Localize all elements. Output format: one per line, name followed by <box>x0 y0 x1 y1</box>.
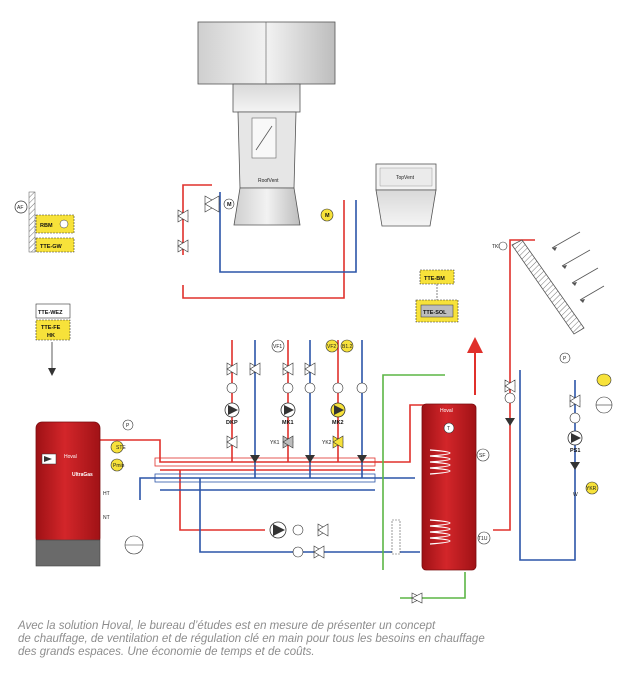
yk2-label: YK2 <box>322 440 332 446</box>
b12-label: B1.2 <box>342 344 353 350</box>
tte-wez-module: TTE-WEZ <box>35 303 71 319</box>
mixing-valves <box>204 195 344 449</box>
tte-bm-module: TTE-BM <box>419 269 455 285</box>
w-label: W <box>573 492 578 498</box>
check-valves <box>250 418 580 470</box>
tank-temp-sensor-label: T <box>447 426 450 432</box>
dkp-label: DKP <box>226 420 238 426</box>
roofvent-actuator-label: M <box>227 202 232 208</box>
tte-fe-module: TTE-FE HK <box>35 319 71 341</box>
rbm-label: RBM <box>40 223 53 229</box>
ht-label: HT <box>103 491 110 497</box>
tkd1-label: TKD1 <box>492 244 505 250</box>
t1u-label: T1U <box>478 536 488 542</box>
tte-gw-module: TTE-GW <box>35 237 75 253</box>
sf-label: SF <box>479 453 485 459</box>
m-actuator-label: M <box>325 213 330 219</box>
tte-sol-module: TTE-SOL <box>415 299 459 323</box>
temperature-sensors <box>226 382 581 558</box>
vf2-label: VF2 <box>327 344 336 350</box>
caption-line-2: de chauffage, de ventilation et de régul… <box>18 633 485 645</box>
ultragas-boiler: Hoval UltraGas HT NT <box>35 421 110 567</box>
tte-bm-label: TTE-BM <box>424 276 445 282</box>
af-label: AF <box>17 205 23 211</box>
topvent-label: TopVent <box>396 175 415 181</box>
pump-mk1: MK1 <box>280 402 296 426</box>
boiler-brand-label: Hoval <box>64 454 77 460</box>
roofvent-label: RoofVent <box>258 178 279 184</box>
boiler-pressure-label: P <box>126 423 130 429</box>
tte-sol-label: TTE-SOL <box>423 310 447 316</box>
topvent-unit: TopVent <box>375 163 437 227</box>
shutoff-valves <box>177 209 581 604</box>
tte-fe-label: TTE-FE <box>41 325 61 331</box>
ps1-label: PS1 <box>570 448 580 454</box>
heat-meter <box>391 519 401 555</box>
caption-line-3: des grands espaces. Une économie de temp… <box>18 646 315 658</box>
mk1-label: MK1 <box>282 420 294 426</box>
yellow-sensors <box>110 208 599 495</box>
ste-label: STE <box>116 445 126 451</box>
pump-tank-loading <box>269 521 287 539</box>
ultragas-label: UltraGas <box>72 472 93 478</box>
tank-solar-coil-lower <box>429 519 451 545</box>
storage-tank: Hoval T <box>421 403 477 571</box>
rbm-module: RBM <box>35 214 75 234</box>
pump-mk2: MK2 <box>330 402 346 426</box>
solar-collector: TKD1 <box>492 231 605 335</box>
outdoor-wall: AF <box>14 191 36 253</box>
tte-fe-hk-label: HK <box>47 333 55 339</box>
caption: Avec la solution Hoval, le bureau d’étud… <box>18 620 628 659</box>
ykr-label: YKR <box>586 486 597 492</box>
pump-ps1: PS1 <box>567 430 583 454</box>
tank-heating-coil-upper <box>429 449 451 475</box>
pmin-label: Pmin <box>113 463 125 469</box>
mk2-label: MK2 <box>332 420 344 426</box>
tte-gw-label: TTE-GW <box>40 244 62 250</box>
tank-brand-label: Hoval <box>440 408 453 414</box>
roofvent-valve-actuator <box>223 198 235 210</box>
expansion-vessels <box>124 373 613 555</box>
roofvent-unit: RoofVent <box>197 21 336 226</box>
distribution-header-return <box>154 473 376 483</box>
vf1-label: VF1 <box>273 344 282 350</box>
yk1-label: YK1 <box>270 440 280 446</box>
caption-line-1: Avec la solution Hoval, le bureau d’étud… <box>18 620 436 632</box>
sensor-labels: VF1 VF2 B1.2 STE Pmin YKR YK1 YK2 SF T1U… <box>113 339 597 545</box>
solar-pressure-label: P <box>563 356 567 362</box>
pump-dkp: DKP <box>224 402 240 426</box>
tte-wez-label: TTE-WEZ <box>38 310 63 316</box>
distribution-header-supply <box>154 457 376 467</box>
nt-label: NT <box>103 515 110 521</box>
